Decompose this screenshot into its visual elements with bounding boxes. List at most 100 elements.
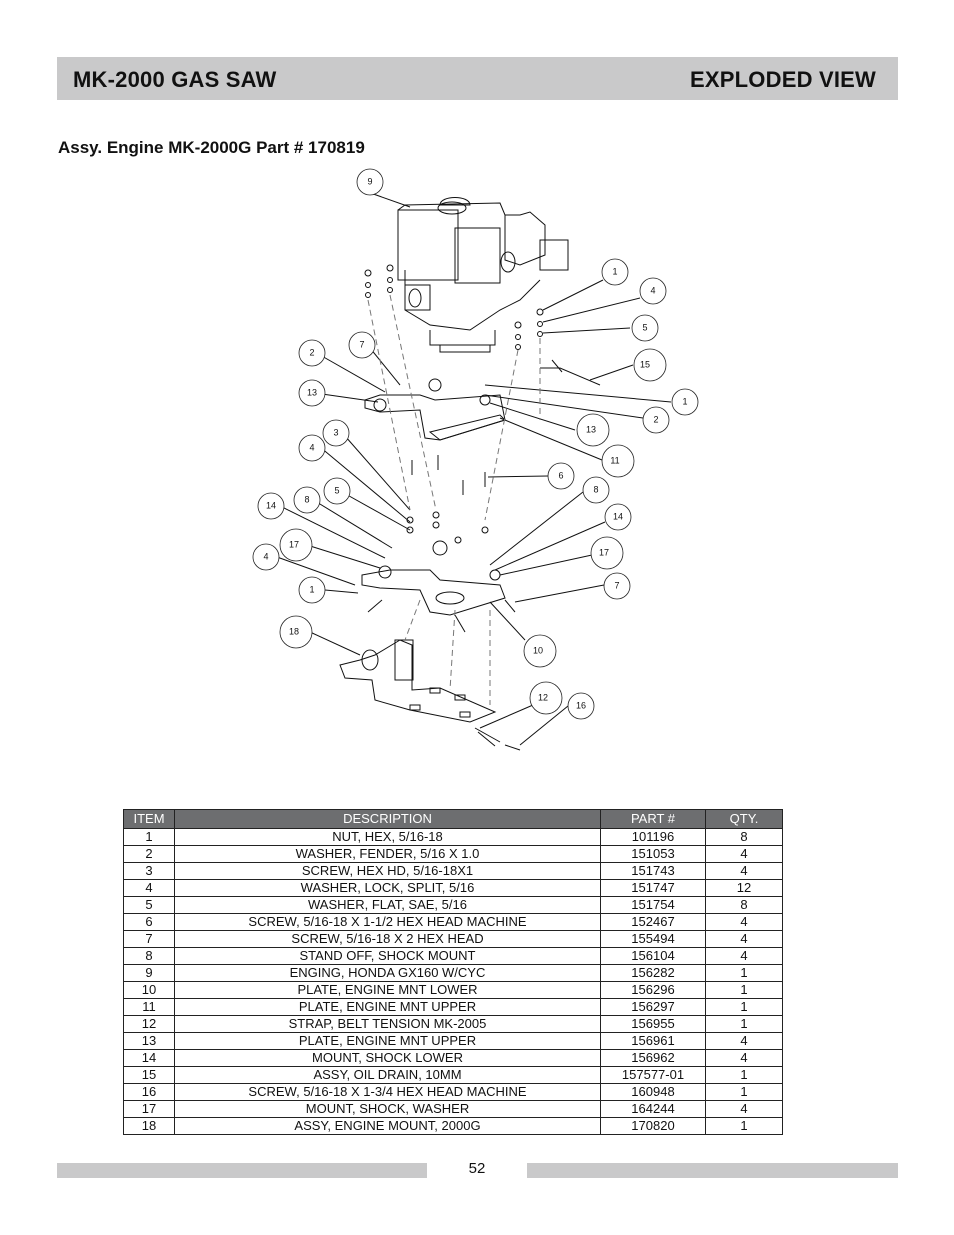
document-title: MK-2000 GAS SAW xyxy=(73,67,277,92)
callout-13: 13 xyxy=(307,387,317,397)
callout-1: 1 xyxy=(682,396,687,406)
header-bar: MK-2000 GAS SAW EXPLODED VIEW xyxy=(57,57,898,100)
cell-description: SCREW, 5/16-18 X 2 HEX HEAD xyxy=(174,930,601,948)
callout-7: 7 xyxy=(359,339,364,349)
page-number: 52 xyxy=(468,1160,486,1177)
cell-part-number: 156297 xyxy=(600,998,706,1016)
cell-quantity: 1 xyxy=(705,998,783,1016)
cell-quantity: 4 xyxy=(705,845,783,863)
callout-17: 17 xyxy=(599,547,609,557)
engine-mount-drawing xyxy=(339,639,497,723)
cell-description: SCREW, 5/16-18 X 1-1/2 HEX HEAD MACHINE xyxy=(174,913,601,931)
cell-quantity: 8 xyxy=(705,828,783,846)
cell-quantity: 12 xyxy=(705,879,783,897)
oil-drain-drawing xyxy=(540,359,601,386)
cell-quantity: 4 xyxy=(705,1100,783,1118)
engine-hardware xyxy=(364,264,544,350)
cell-description: PLATE, ENGINE MNT UPPER xyxy=(174,998,601,1016)
callout-4: 4 xyxy=(309,442,314,452)
cell-item: 8 xyxy=(123,947,175,965)
callout-6: 6 xyxy=(558,470,563,480)
cell-description: PLATE, ENGINE MNT LOWER xyxy=(174,981,601,999)
cell-item: 4 xyxy=(123,879,175,897)
cell-part-number: 164244 xyxy=(600,1100,706,1118)
cell-part-number: 156296 xyxy=(600,981,706,999)
callout-8: 8 xyxy=(593,484,598,494)
cell-quantity: 4 xyxy=(705,913,783,931)
callout-10: 10 xyxy=(533,645,543,655)
cell-item: 1 xyxy=(123,828,175,846)
cell-item: 6 xyxy=(123,913,175,931)
bolts-drawing xyxy=(406,455,489,544)
cell-item: 11 xyxy=(123,998,175,1016)
cell-description: ASSY, ENGINE MOUNT, 2000G xyxy=(174,1117,601,1135)
cell-part-number: 170820 xyxy=(600,1117,706,1135)
engine-drawing xyxy=(397,197,569,353)
footer-bar-right xyxy=(527,1163,898,1178)
cell-part-number: 151053 xyxy=(600,845,706,863)
cell-item: 13 xyxy=(123,1032,175,1050)
callout-18: 18 xyxy=(289,626,299,636)
cell-description: SCREW, 5/16-18 X 1-3/4 HEX HEAD MACHINE xyxy=(174,1083,601,1101)
belt-strap-drawing xyxy=(474,727,521,751)
cell-item: 12 xyxy=(123,1015,175,1033)
cell-description: SCREW, HEX HD, 5/16-18X1 xyxy=(174,862,601,880)
callout-14: 14 xyxy=(613,511,623,521)
cell-item: 9 xyxy=(123,964,175,982)
column-header-description: DESCRIPTION xyxy=(174,809,601,829)
callout-17: 17 xyxy=(289,539,299,549)
cell-part-number: 160948 xyxy=(600,1083,706,1101)
cell-description: WASHER, LOCK, SPLIT, 5/16 xyxy=(174,879,601,897)
cell-quantity: 1 xyxy=(705,964,783,982)
cell-quantity: 4 xyxy=(705,930,783,948)
cell-item: 16 xyxy=(123,1083,175,1101)
callout-4: 4 xyxy=(263,551,268,561)
cell-description: STAND OFF, SHOCK MOUNT xyxy=(174,947,601,965)
callout-8: 8 xyxy=(304,494,309,504)
cell-part-number: 157577-01 xyxy=(600,1066,706,1084)
assembly-guides xyxy=(367,294,541,705)
cell-description: MOUNT, SHOCK LOWER xyxy=(174,1049,601,1067)
cell-quantity: 1 xyxy=(705,981,783,999)
cell-quantity: 4 xyxy=(705,1032,783,1050)
cell-quantity: 1 xyxy=(705,1083,783,1101)
cell-part-number: 155494 xyxy=(600,930,706,948)
column-header-item: ITEM xyxy=(123,809,175,829)
callout-1: 1 xyxy=(309,584,314,594)
column-header-quantity: QTY. xyxy=(705,809,783,829)
cell-item: 7 xyxy=(123,930,175,948)
cell-quantity: 4 xyxy=(705,947,783,965)
cell-description: MOUNT, SHOCK, WASHER xyxy=(174,1100,601,1118)
callout-2: 2 xyxy=(309,347,314,357)
cell-part-number: 101196 xyxy=(600,828,706,846)
cell-item: 2 xyxy=(123,845,175,863)
callout-2: 2 xyxy=(653,414,658,424)
cell-description: WASHER, FLAT, SAE, 5/16 xyxy=(174,896,601,914)
cell-quantity: 1 xyxy=(705,1117,783,1135)
cell-item: 10 xyxy=(123,981,175,999)
lower-plate-drawing xyxy=(361,540,516,633)
cell-item: 18 xyxy=(123,1117,175,1135)
assembly-title: Assy. Engine MK-2000G Part # 170819 xyxy=(58,138,365,157)
callout-5: 5 xyxy=(334,485,339,495)
callout-14: 14 xyxy=(266,500,276,510)
cell-part-number: 151754 xyxy=(600,896,706,914)
cell-quantity: 1 xyxy=(705,1066,783,1084)
exploded-view-diagram: 9 1 4 5 15 1 2 13 11 6 8 14 17 7 10 12 1… xyxy=(252,168,699,751)
